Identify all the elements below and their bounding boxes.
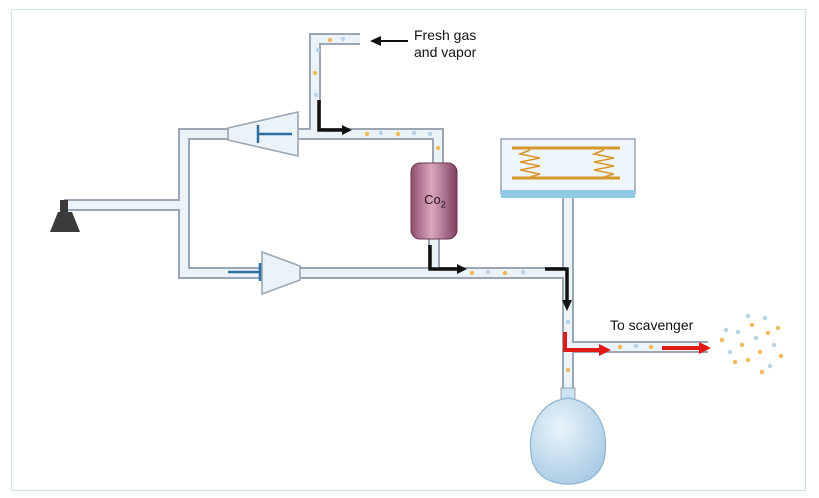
valve-icon	[228, 250, 301, 296]
reservoir-bag	[529, 387, 607, 485]
co2-label: Co2	[413, 192, 457, 210]
fresh-gas-label: Fresh gas and vapor	[414, 27, 476, 61]
co2-canister	[410, 162, 458, 240]
scavenger-arrow-icon	[563, 332, 711, 356]
valve-icon	[227, 110, 299, 158]
co2-label-main: Co	[424, 192, 441, 207]
ventilator-bellows	[500, 138, 636, 198]
diagram-frame	[11, 9, 806, 491]
spring-icon	[517, 149, 541, 178]
gas-particles	[312, 36, 784, 375]
fresh-gas-arrow-icon	[370, 36, 408, 46]
co2-label-subscript: 2	[440, 199, 446, 210]
flow-arrowheads	[342, 125, 572, 311]
flow-arrow-icon	[317, 100, 569, 302]
fresh-gas-label-line1: Fresh gas	[414, 27, 477, 43]
fresh-gas-label-line2: and vapor	[414, 44, 477, 60]
tubing	[64, 33, 708, 390]
mask-neck	[60, 200, 68, 214]
mask-icon	[50, 212, 80, 232]
to-scavenger-label: To scavenger	[610, 317, 694, 333]
spring-icon	[591, 149, 615, 178]
